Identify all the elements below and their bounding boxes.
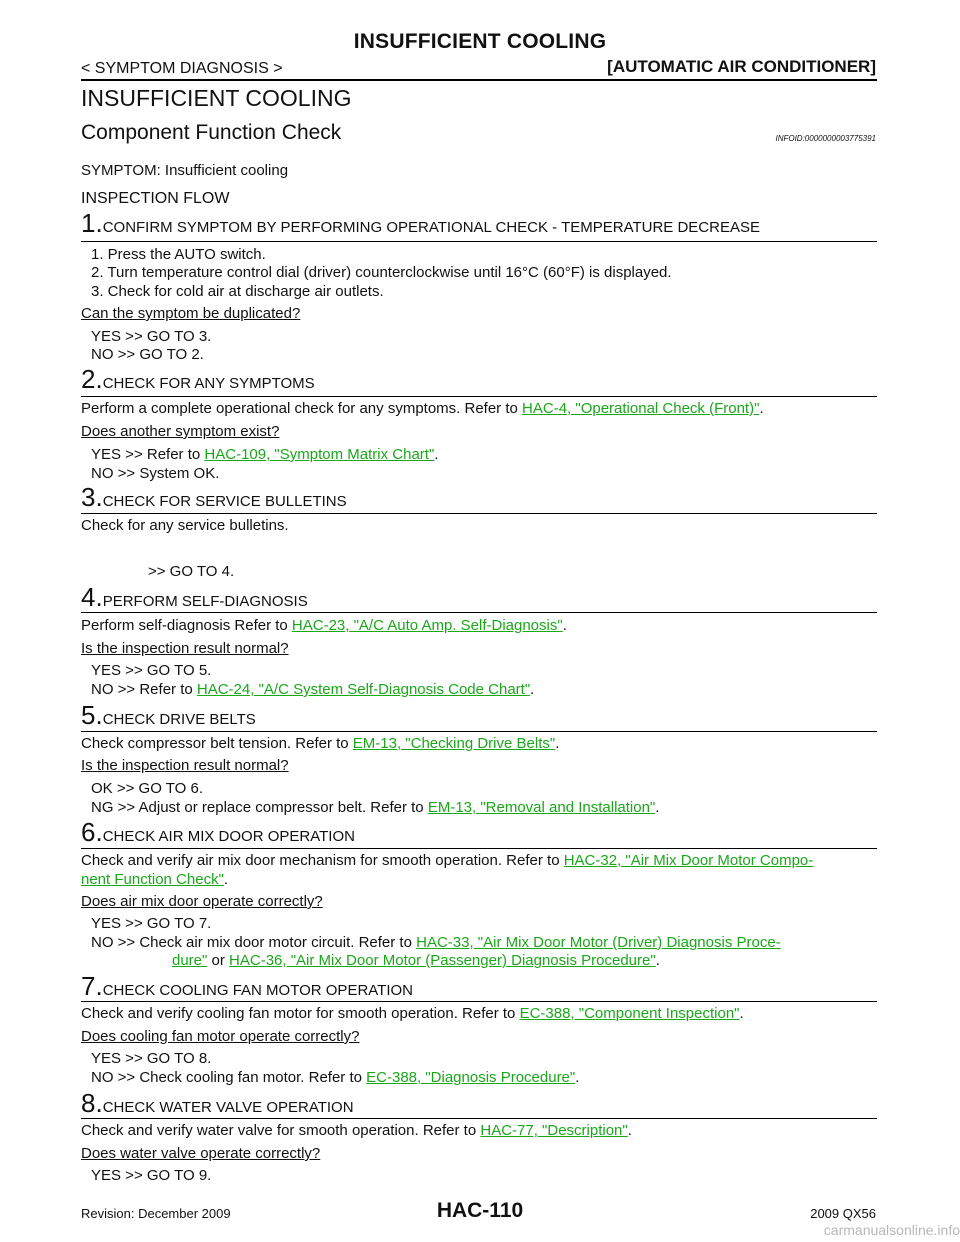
- answer-no-cont: dure" or HAC-36, "Air Mix Door Motor (Pa…: [172, 952, 660, 969]
- answer-yes: YES >> GO TO 7.: [91, 915, 212, 932]
- step-rule: [81, 396, 877, 397]
- watermark-text: carmanualsonline.info: [823, 1222, 960, 1238]
- step-rule: [81, 241, 877, 242]
- step-text-cont: nent Function Check".: [81, 871, 229, 888]
- answer-no: NO >> Check air mix door motor circuit. …: [91, 934, 781, 951]
- step-goto: >> GO TO 4.: [148, 563, 235, 580]
- step-title: CHECK FOR SERVICE BULLETINS: [102, 493, 347, 510]
- step-title: CONFIRM SYMPTOM BY PERFORMING OPERATIONA…: [102, 219, 760, 236]
- ref-link-air-mix-passenger[interactable]: HAC-36, "Air Mix Door Motor (Passenger) …: [229, 952, 656, 969]
- main-title: INSUFFICIENT COOLING: [81, 85, 352, 111]
- step-number: 8.: [81, 1088, 103, 1118]
- step-rule: [81, 731, 877, 732]
- step-number: 6.: [81, 817, 103, 847]
- step-number: 7.: [81, 971, 103, 1001]
- step-text: Check compressor belt tension. Refer to …: [81, 735, 560, 752]
- answer-yes: YES >> GO TO 3.: [91, 328, 212, 345]
- flow-title: INSPECTION FLOW: [81, 190, 230, 207]
- step-title: CHECK AIR MIX DOOR OPERATION: [102, 828, 355, 845]
- step-text: Perform self-diagnosis Refer to HAC-23, …: [81, 617, 567, 634]
- step-text: Check and verify water valve for smooth …: [81, 1122, 632, 1139]
- ref-link-self-diagnosis[interactable]: HAC-23, "A/C Auto Amp. Self-Diagnosis": [291, 617, 563, 634]
- ref-link-operational-check[interactable]: HAC-4, "Operational Check (Front)": [522, 400, 760, 417]
- answer-yes: YES >> GO TO 8.: [91, 1050, 212, 1067]
- step-5-heading: 5.CHECK DRIVE BELTS: [81, 702, 256, 729]
- ref-link-symptom-matrix[interactable]: HAC-109, "Symptom Matrix Chart": [204, 446, 435, 463]
- step-rule: [81, 612, 877, 613]
- ref-link-component-inspection[interactable]: EC-388, "Component Inspection": [519, 1005, 740, 1022]
- symptom-text: SYMPTOM: Insufficient cooling: [81, 162, 289, 179]
- step-question: Can the symptom be duplicated?: [81, 305, 301, 322]
- header-title: INSUFFICIENT COOLING: [353, 30, 607, 53]
- ref-link-description[interactable]: HAC-77, "Description": [480, 1122, 628, 1139]
- list-item: 2. Turn temperature control dial (driver…: [91, 264, 672, 281]
- answer-no: NO >> Check cooling fan motor. Refer to …: [91, 1069, 580, 1086]
- step-number: 5.: [81, 700, 103, 730]
- step-question: Does another symptom exist?: [81, 423, 280, 440]
- header-section: < SYMPTOM DIAGNOSIS >: [81, 60, 283, 77]
- footer-page-number: HAC-110: [436, 1199, 524, 1222]
- answer-yes: YES >> GO TO 5.: [91, 662, 212, 679]
- step-text: Perform a complete operational check for…: [81, 400, 764, 417]
- list-item: 1. Press the AUTO switch.: [91, 246, 266, 263]
- step-number: 2.: [81, 364, 103, 394]
- step-title: CHECK DRIVE BELTS: [102, 711, 256, 728]
- step-question: Does air mix door operate correctly?: [81, 893, 323, 910]
- step-title: PERFORM SELF-DIAGNOSIS: [102, 593, 308, 610]
- step-title: CHECK COOLING FAN MOTOR OPERATION: [102, 982, 413, 999]
- step-text: Check and verify cooling fan motor for s…: [81, 1005, 744, 1022]
- ref-link-air-mix-door[interactable]: HAC-32, "Air Mix Door Motor Compo-: [563, 852, 814, 869]
- info-id: INFOID:0000000003775391: [775, 134, 876, 143]
- step-text: Check and verify air mix door mechanism …: [81, 852, 814, 869]
- step-title: CHECK WATER VALVE OPERATION: [102, 1099, 354, 1116]
- step-number: 1.: [81, 208, 103, 238]
- step-number: 3.: [81, 482, 103, 512]
- step-question: Does cooling fan motor operate correctly…: [81, 1028, 360, 1045]
- step-4-heading: 4.PERFORM SELF-DIAGNOSIS: [81, 584, 308, 611]
- step-question: Does water valve operate correctly?: [81, 1145, 321, 1162]
- step-6-heading: 6.CHECK AIR MIX DOOR OPERATION: [81, 819, 355, 846]
- header-system: [AUTOMATIC AIR CONDITIONER]: [607, 57, 876, 76]
- ref-link-air-mix-door-cont[interactable]: nent Function Check": [81, 871, 224, 888]
- step-number: 4.: [81, 582, 103, 612]
- ref-link-air-mix-driver[interactable]: HAC-33, "Air Mix Door Motor (Driver) Dia…: [416, 934, 781, 951]
- list-item: 3. Check for cold air at discharge air o…: [91, 283, 384, 300]
- step-rule: [81, 1118, 877, 1119]
- ref-link-code-chart[interactable]: HAC-24, "A/C System Self-Diagnosis Code …: [196, 681, 531, 698]
- step-question: Is the inspection result normal?: [81, 757, 289, 774]
- step-rule: [81, 1001, 877, 1002]
- ref-link-air-mix-driver-cont[interactable]: dure": [172, 952, 208, 969]
- answer-no: NO >> System OK.: [91, 465, 220, 482]
- step-7-heading: 7.CHECK COOLING FAN MOTOR OPERATION: [81, 973, 413, 1000]
- footer-model: 2009 QX56: [810, 1206, 876, 1221]
- step-8-heading: 8.CHECK WATER VALVE OPERATION: [81, 1090, 354, 1117]
- step-1-heading: 1.CONFIRM SYMPTOM BY PERFORMING OPERATIO…: [81, 210, 760, 237]
- step-2-heading: 2.CHECK FOR ANY SYMPTOMS: [81, 366, 315, 393]
- answer-yes: YES >> Refer to HAC-109, "Symptom Matrix…: [91, 446, 439, 463]
- ref-link-diagnosis-procedure[interactable]: EC-388, "Diagnosis Procedure": [366, 1069, 576, 1086]
- step-question: Is the inspection result normal?: [81, 640, 289, 657]
- answer-ng: NG >> Adjust or replace compressor belt.…: [91, 799, 660, 816]
- header-rule: [81, 79, 877, 81]
- answer-no: NO >> GO TO 2.: [91, 346, 204, 363]
- sub-title: Component Function Check: [81, 121, 342, 144]
- step-title: CHECK FOR ANY SYMPTOMS: [102, 375, 315, 392]
- ref-link-removal-installation[interactable]: EM-13, "Removal and Installation": [427, 799, 656, 816]
- step-rule: [81, 848, 877, 849]
- answer-no: NO >> Refer to HAC-24, "A/C System Self-…: [91, 681, 535, 698]
- ref-link-drive-belts[interactable]: EM-13, "Checking Drive Belts": [352, 735, 556, 752]
- footer-revision: Revision: December 2009: [81, 1206, 231, 1221]
- answer-yes: YES >> GO TO 9.: [91, 1167, 212, 1184]
- step-text: Check for any service bulletins.: [81, 517, 289, 534]
- step-rule: [81, 513, 877, 514]
- step-3-heading: 3.CHECK FOR SERVICE BULLETINS: [81, 484, 347, 511]
- answer-ok: OK >> GO TO 6.: [91, 780, 203, 797]
